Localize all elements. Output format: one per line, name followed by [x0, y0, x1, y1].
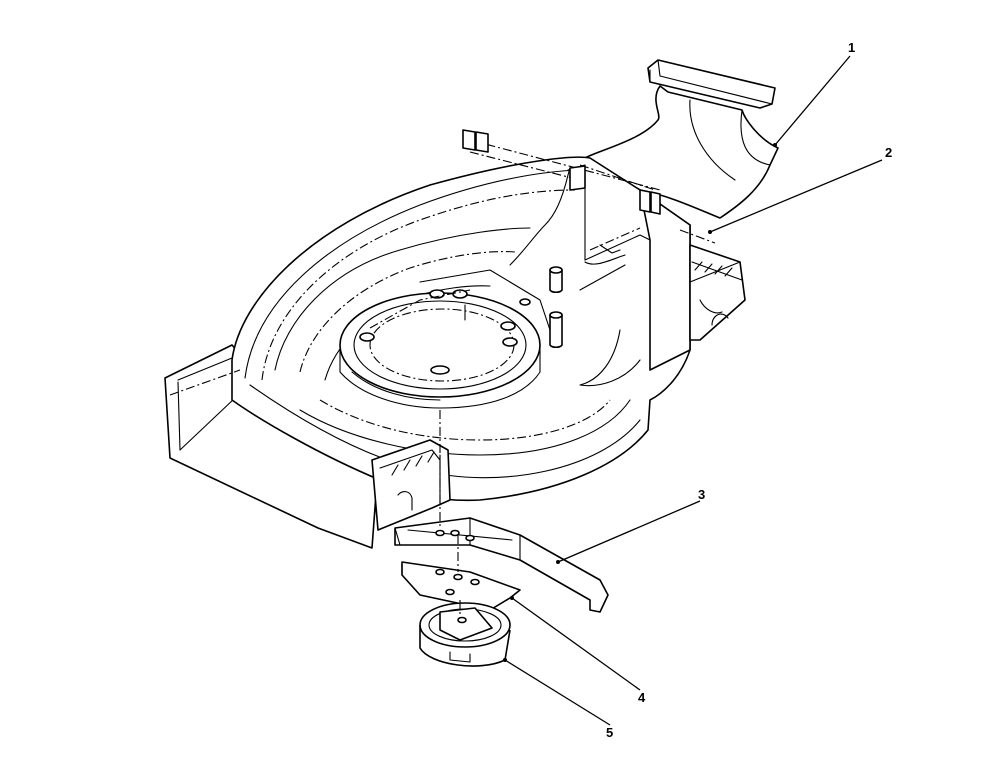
blade-adapter	[419, 602, 511, 667]
callout-5: 5	[503, 658, 613, 740]
rear-studs	[462, 129, 661, 215]
callout-label-4: 4	[638, 690, 646, 705]
callout-2: 2	[708, 145, 892, 234]
callout-4: 4	[510, 596, 646, 705]
callout-3: 3	[556, 487, 705, 564]
callout-1: 1	[773, 40, 855, 147]
blade-spacer	[401, 561, 521, 611]
callout-label-1: 1	[848, 40, 855, 55]
callout-label-3: 3	[698, 487, 705, 502]
callout-label-2: 2	[885, 145, 892, 160]
callout-label-5: 5	[606, 725, 613, 740]
deck-housing	[164, 129, 746, 549]
mount-posts	[464, 266, 563, 349]
ring-bolts	[359, 289, 518, 375]
blade	[394, 517, 609, 613]
